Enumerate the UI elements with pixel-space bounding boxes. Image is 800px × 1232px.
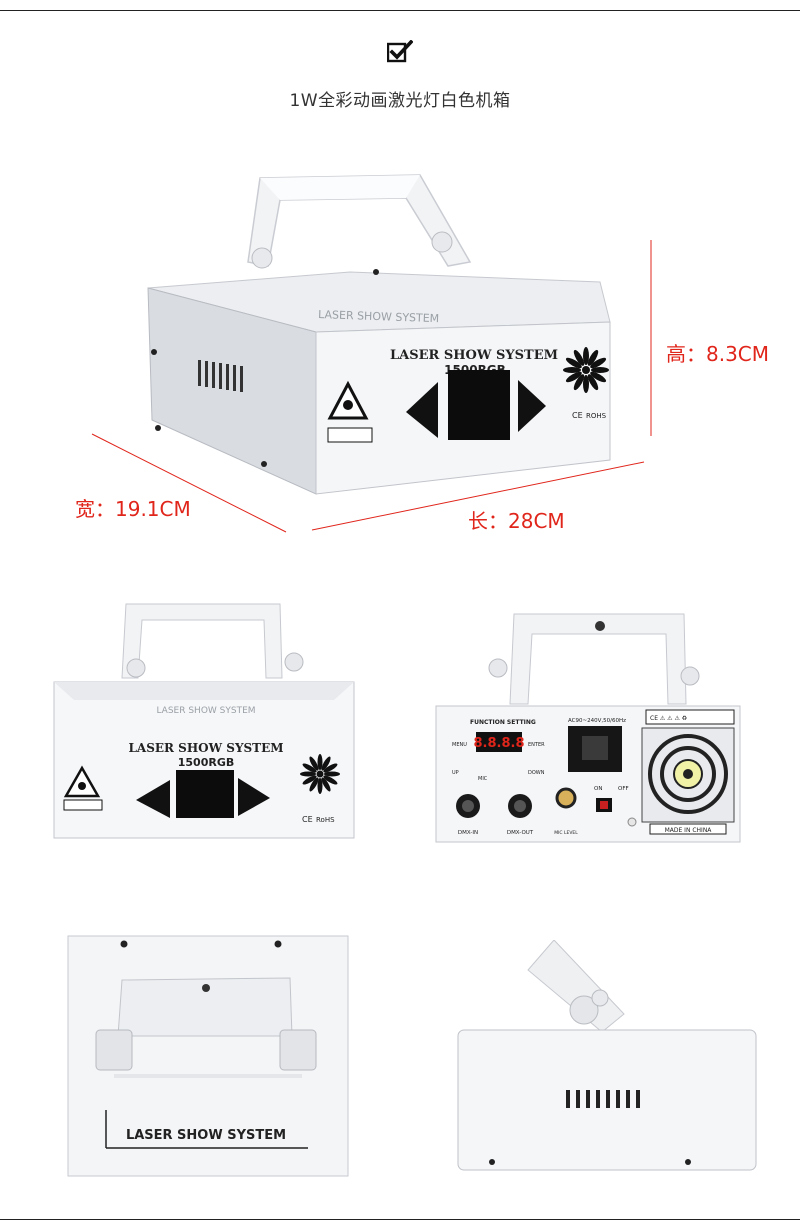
top-rule [0, 10, 800, 11]
main-cert-label: ROHS [586, 412, 607, 420]
width-label: 宽：19.1CM [75, 497, 191, 521]
rear-dmx-in-label: DMX-IN [458, 830, 478, 836]
svg-text:CE ⚠ ⚠ ⚠ ♻: CE ⚠ ⚠ ⚠ ♻ [650, 715, 687, 722]
top-view-label: LASER SHOW SYSTEM [126, 1128, 286, 1143]
rear-up-label: UP [452, 770, 459, 776]
svg-text:CE: CE [572, 411, 583, 420]
rear-dmx-out-label: DMX-OUT [507, 830, 534, 836]
front-top-label: LASER SHOW SYSTEM [156, 706, 255, 716]
bottom-rule [0, 1219, 800, 1220]
front-cert-label: RoHS [316, 816, 335, 824]
product-title: 1W全彩动画激光灯白色机箱 [289, 91, 511, 111]
main-product-photo: LASER SHOW SYSTEM LASER SHOW SYSTEM 1500… [140, 170, 620, 510]
rear-off-label: OFF [618, 786, 629, 792]
rear-on-label: ON [594, 786, 602, 792]
checkmark-icon [387, 40, 413, 63]
length-dimension-line [311, 461, 645, 531]
rear-view-photo: FUNCTION SETTING 8.8.8.8 MENU ENTER UP D… [432, 608, 744, 844]
svg-text:8.8.8.8: 8.8.8.8 [474, 736, 525, 751]
width-dimension-line [91, 433, 287, 533]
svg-text:CE: CE [302, 815, 313, 824]
rear-down-label: DOWN [528, 770, 545, 776]
side-view-photo [456, 940, 758, 1174]
rear-enter-label: ENTER [528, 742, 545, 748]
length-label: 长：28CM [468, 509, 565, 533]
front-brand-label: LASER SHOW SYSTEM [128, 741, 283, 755]
rear-power-label: AC90~240V,50/60Hz [568, 718, 626, 724]
rear-mic-label: MIC [478, 776, 488, 782]
main-brand-label: LASER SHOW SYSTEM [390, 348, 558, 363]
front-model-label: 1500RGB [178, 756, 235, 769]
rear-menu-label: MENU [452, 742, 467, 748]
height-dimension-line [650, 240, 652, 436]
main-top-label: LASER SHOW SYSTEM [318, 308, 439, 325]
rear-function-setting-label: FUNCTION SETTING [470, 719, 536, 726]
height-label: 高：8.3CM [666, 342, 770, 366]
rear-mic-level-label: MIC LEVEL [554, 830, 578, 836]
front-view-photo: LASER SHOW SYSTEM LASER SHOW SYSTEM 1500… [50, 600, 360, 840]
top-view-photo: LASER SHOW SYSTEM [66, 934, 350, 1178]
rear-made-in-label: MADE IN CHINA [665, 827, 713, 834]
